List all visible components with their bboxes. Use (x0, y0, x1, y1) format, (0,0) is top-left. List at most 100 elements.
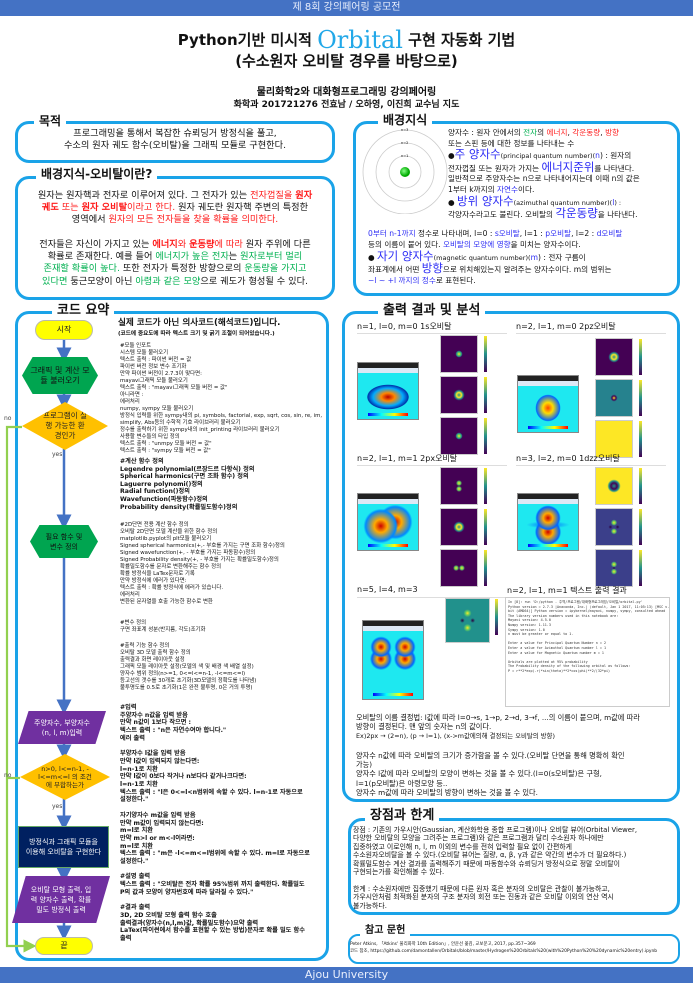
orbital-2d-section (595, 467, 633, 505)
orbital-2d-section (440, 376, 478, 414)
orbital-2d-section (595, 338, 633, 376)
text-segment: ● (448, 151, 455, 161)
code-line: 그래픽 모듈 레이아웃 설정(모델의 색 및 배경 색 배열 설정) (120, 664, 254, 670)
analysis-line: Ex)2px → (2=n), (p → l=1), (x->m값에의해 결정되… (356, 731, 555, 740)
orbital-2d-section (440, 549, 478, 587)
orbital-label: n=3, l=2, m=0 1dzz오비탈 (516, 454, 620, 463)
color-scale-bar (528, 544, 568, 547)
orbital-2d-section (595, 508, 633, 546)
analysis-line: 오비탈의 이름 결정법: l값에 따라 l=0→s, 1→p, 2→d, 3→f… (356, 713, 640, 722)
code-line: #계산 함수 정의 (120, 458, 164, 465)
flow-end: 끝 (35, 937, 93, 955)
text-line: 전자들은 자신이 가지고 있는 에너지와 운동량에 따라 원자 주위에 다른 (15, 239, 335, 251)
text-segment: 자연수 (497, 184, 518, 194)
code-line: 3D, 2D 오비탈 모형 출력 함수 호출 (120, 911, 217, 919)
code-line: 출력결과(양자수(n,l,m)값, 확률밀도함수)요약 출력 (120, 919, 259, 927)
no-branch-line (5, 425, 37, 953)
code-line: 등고선의 갯수를 30개로 초기화(3D모델의 정확도를 나타냄) (120, 678, 257, 684)
orbital-3d-model (518, 386, 578, 426)
code-line: #출력 기능 함수 정의 (120, 643, 170, 649)
text-segment: 와 (177, 239, 190, 250)
window-toolbar (518, 499, 578, 504)
yes-label: yes (52, 451, 63, 458)
orbital-3d-model (358, 504, 418, 544)
colorbar (639, 550, 642, 586)
panel-divider (357, 333, 507, 334)
reference-item: Peter Atkins, 「Atkins' 물리화학 10th Edition… (350, 942, 536, 947)
text-output-console: In [8]: run 'D:/python - 주역/프로그램/대화형프로그래… (505, 597, 670, 707)
code-line: simplify, Abs등의 수학적 기호 라이브러리 불러오기 (120, 420, 241, 426)
color-scale-bar (368, 544, 408, 547)
text-segment: 원자로부터 멀리 (240, 251, 303, 263)
colorbar (639, 509, 642, 545)
text-segment: 방향 (421, 261, 443, 276)
text-output-label: n=2, l=1, m=1 텍스트 출력 결과 (507, 586, 627, 595)
poster-subtitle: (수소원자 오비탈 경우를 바탕으로) (235, 52, 458, 70)
text-segment: (principal quantum number)( (500, 152, 596, 161)
console-line: Enter a value for Azimuthal Quantum numb… (508, 645, 606, 650)
text-segment: ) : 전자 구름이 (537, 252, 586, 262)
yes-label: yes (52, 803, 63, 810)
code-line: 출력 (120, 935, 132, 943)
colorbar (484, 418, 487, 454)
quantum-number-text-2: 0부터 n-1까지 정수로 나타내며, l=0 : s오비탈, l=1 : p오… (368, 229, 622, 287)
window-toolbar (363, 626, 423, 631)
text-segment: 운동량 (189, 239, 215, 250)
text-segment: 존재할 확률이 높다. (43, 263, 120, 275)
text-segment: 운동량을 가지고 (244, 263, 307, 275)
code-line: 만약 m>l or m<-l이라면: (120, 834, 195, 842)
text-line: 양자수 : 원자 안에서의 전자의 에너지, 각운동량, 방향 (448, 128, 640, 139)
code-line: 텍스트 출력 : "m은 -l<=m<=l범위에 속할 수 있다. m=l로 자… (120, 850, 310, 858)
text-segment: 으로 궤도가 형성될 수 있다. (200, 275, 308, 287)
code-line: l=n-1로 치환 (120, 765, 158, 773)
text-line: 전자껍질 또는 원자가 가지는 에너지준위를 나타낸다. (448, 161, 640, 175)
code-line: Signed Probability density(+, - 부호를 가지는 … (120, 557, 279, 563)
code-line: 아니라면 : (120, 392, 144, 398)
colorbar (484, 550, 487, 586)
code-line: #설명 출력 (120, 873, 151, 881)
orbital-label: n=2, l=1, m=1 2px오비탈 (357, 454, 458, 463)
quantum-background-heading: 배경지식 (378, 114, 433, 126)
references-box (348, 934, 680, 964)
console-line: The library version numbers used in this… (508, 613, 619, 618)
text-line: ● 자기 양자수(magnetic quantum number)(m) : 전… (368, 250, 622, 264)
text-segment: 주 양자수 (454, 147, 501, 162)
results-heading: 출력 결과 및 분석 (378, 304, 486, 317)
text-segment: 의 (537, 128, 547, 137)
orbital-2d-section (440, 467, 478, 505)
pseudocode-intro: 실제 코드가 아닌 의사코드(해석코드)입니다. (118, 318, 281, 328)
code-line: 오비탈 2D단면 모델 계산을 위한 함수 정의 (120, 529, 218, 535)
text-segment: 에너지 (152, 239, 178, 250)
code-line: 확률밀도함수를 문자로 변환해주는 함수 정의 (120, 564, 222, 570)
title-part: 구현 자동화 기법 (402, 31, 516, 49)
text-segment: 전자들은 자신이 가지고 있는 (39, 239, 153, 250)
text-segment: 를 나타낸다. (594, 163, 635, 173)
text-segment: 원자는 원자핵과 전자로 이루어져 있다. 그 전자가 있는 (37, 190, 251, 201)
analysis-line: 양자수 l값에 따라 오비탈의 모양이 변하는 것을 볼 수 있다.(l=0(s… (356, 769, 602, 779)
code-line: 변환된 문자열을 호출 가능한 함수로 변환 (120, 599, 213, 605)
console-line: The Probability density of the following… (508, 664, 631, 669)
text-segment: 으로 위치해있는지 알려주는 양자수이다. m의 범위는 (442, 265, 612, 275)
window-titlebar (518, 376, 578, 381)
console-line: Python version = 2.7.3 |Anaconda, Inc.| … (508, 604, 670, 609)
console-line: P = r**2*exp(-r)*sin(theta)**2*cos(phi)*… (508, 668, 611, 673)
text-segment: 방향 (605, 128, 620, 137)
code-line: l=n-1로 치환 (120, 781, 158, 789)
code-line: 만약 파이썬 버전이 2.7.3이 맞다면: (120, 371, 202, 377)
colorbar (484, 336, 487, 372)
code-line: 주양자수 n값을 입력 받음 (120, 711, 188, 719)
flow-define-functions: 필요 함수 및 변수 정의 (30, 525, 98, 558)
analysis-line: 양자수 n값에 따라 오비탈의 크기가 증가함을 볼 수 있다.(오비탈 단면을… (356, 750, 625, 760)
text-segment: 각운동량 (572, 128, 601, 137)
code-line: 불투명도를 0.5로 초기화(1은 완전 불투명, 0은 거의 투명) (120, 685, 253, 691)
reference-item: 코드 참조, https://github.com/damontallen/Or… (350, 949, 658, 954)
text-segment: 궤도 (41, 202, 59, 214)
text-line: 궤도 또는 원자 오비탈이라고 한다. 원자 궤도란 원자핵 주변의 특정한 (15, 202, 335, 214)
console-line: Mayavi version: 4.5.0 (508, 618, 551, 623)
code-line: Wavefunction(파동함수)정의 (120, 495, 208, 503)
pros-cons-box (348, 818, 680, 915)
flowchart-connectors (5, 340, 72, 953)
